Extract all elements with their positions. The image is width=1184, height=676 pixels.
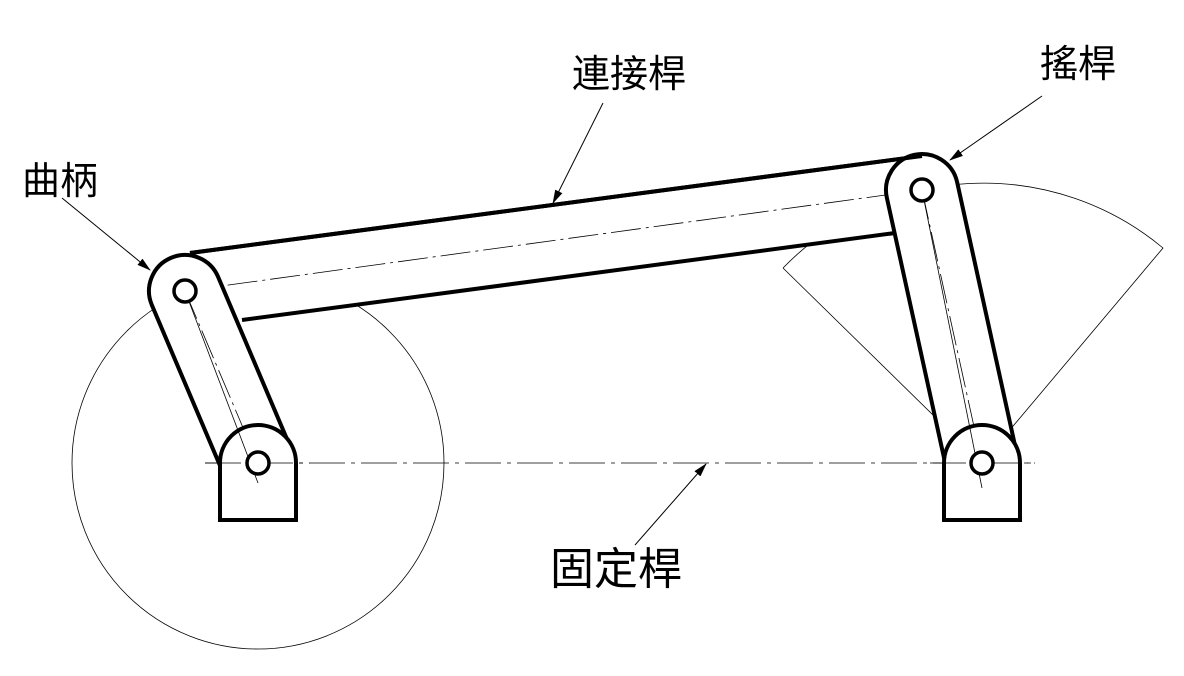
crank-axis — [184, 290, 259, 484]
rocker-link-centerline — [921, 189, 983, 464]
left-pivot-pin — [245, 450, 271, 476]
coupler-centerline — [184, 189, 923, 292]
frame-label: 固定桿 — [550, 544, 682, 595]
rocker-leader — [949, 95, 1043, 161]
rocker-pin — [909, 177, 935, 203]
coupler-top-edge — [189, 154, 923, 255]
crank-pin — [172, 278, 198, 304]
frame-leader — [634, 463, 707, 546]
coupler-label: 連接桿 — [572, 52, 687, 96]
coupler-leader — [552, 102, 604, 204]
crank-label: 曲柄 — [22, 159, 99, 203]
rocker-axis — [921, 189, 983, 489]
rocker-label: 搖桿 — [1040, 42, 1117, 86]
crank-leader — [61, 197, 151, 271]
right-pivot-pin — [969, 450, 995, 476]
